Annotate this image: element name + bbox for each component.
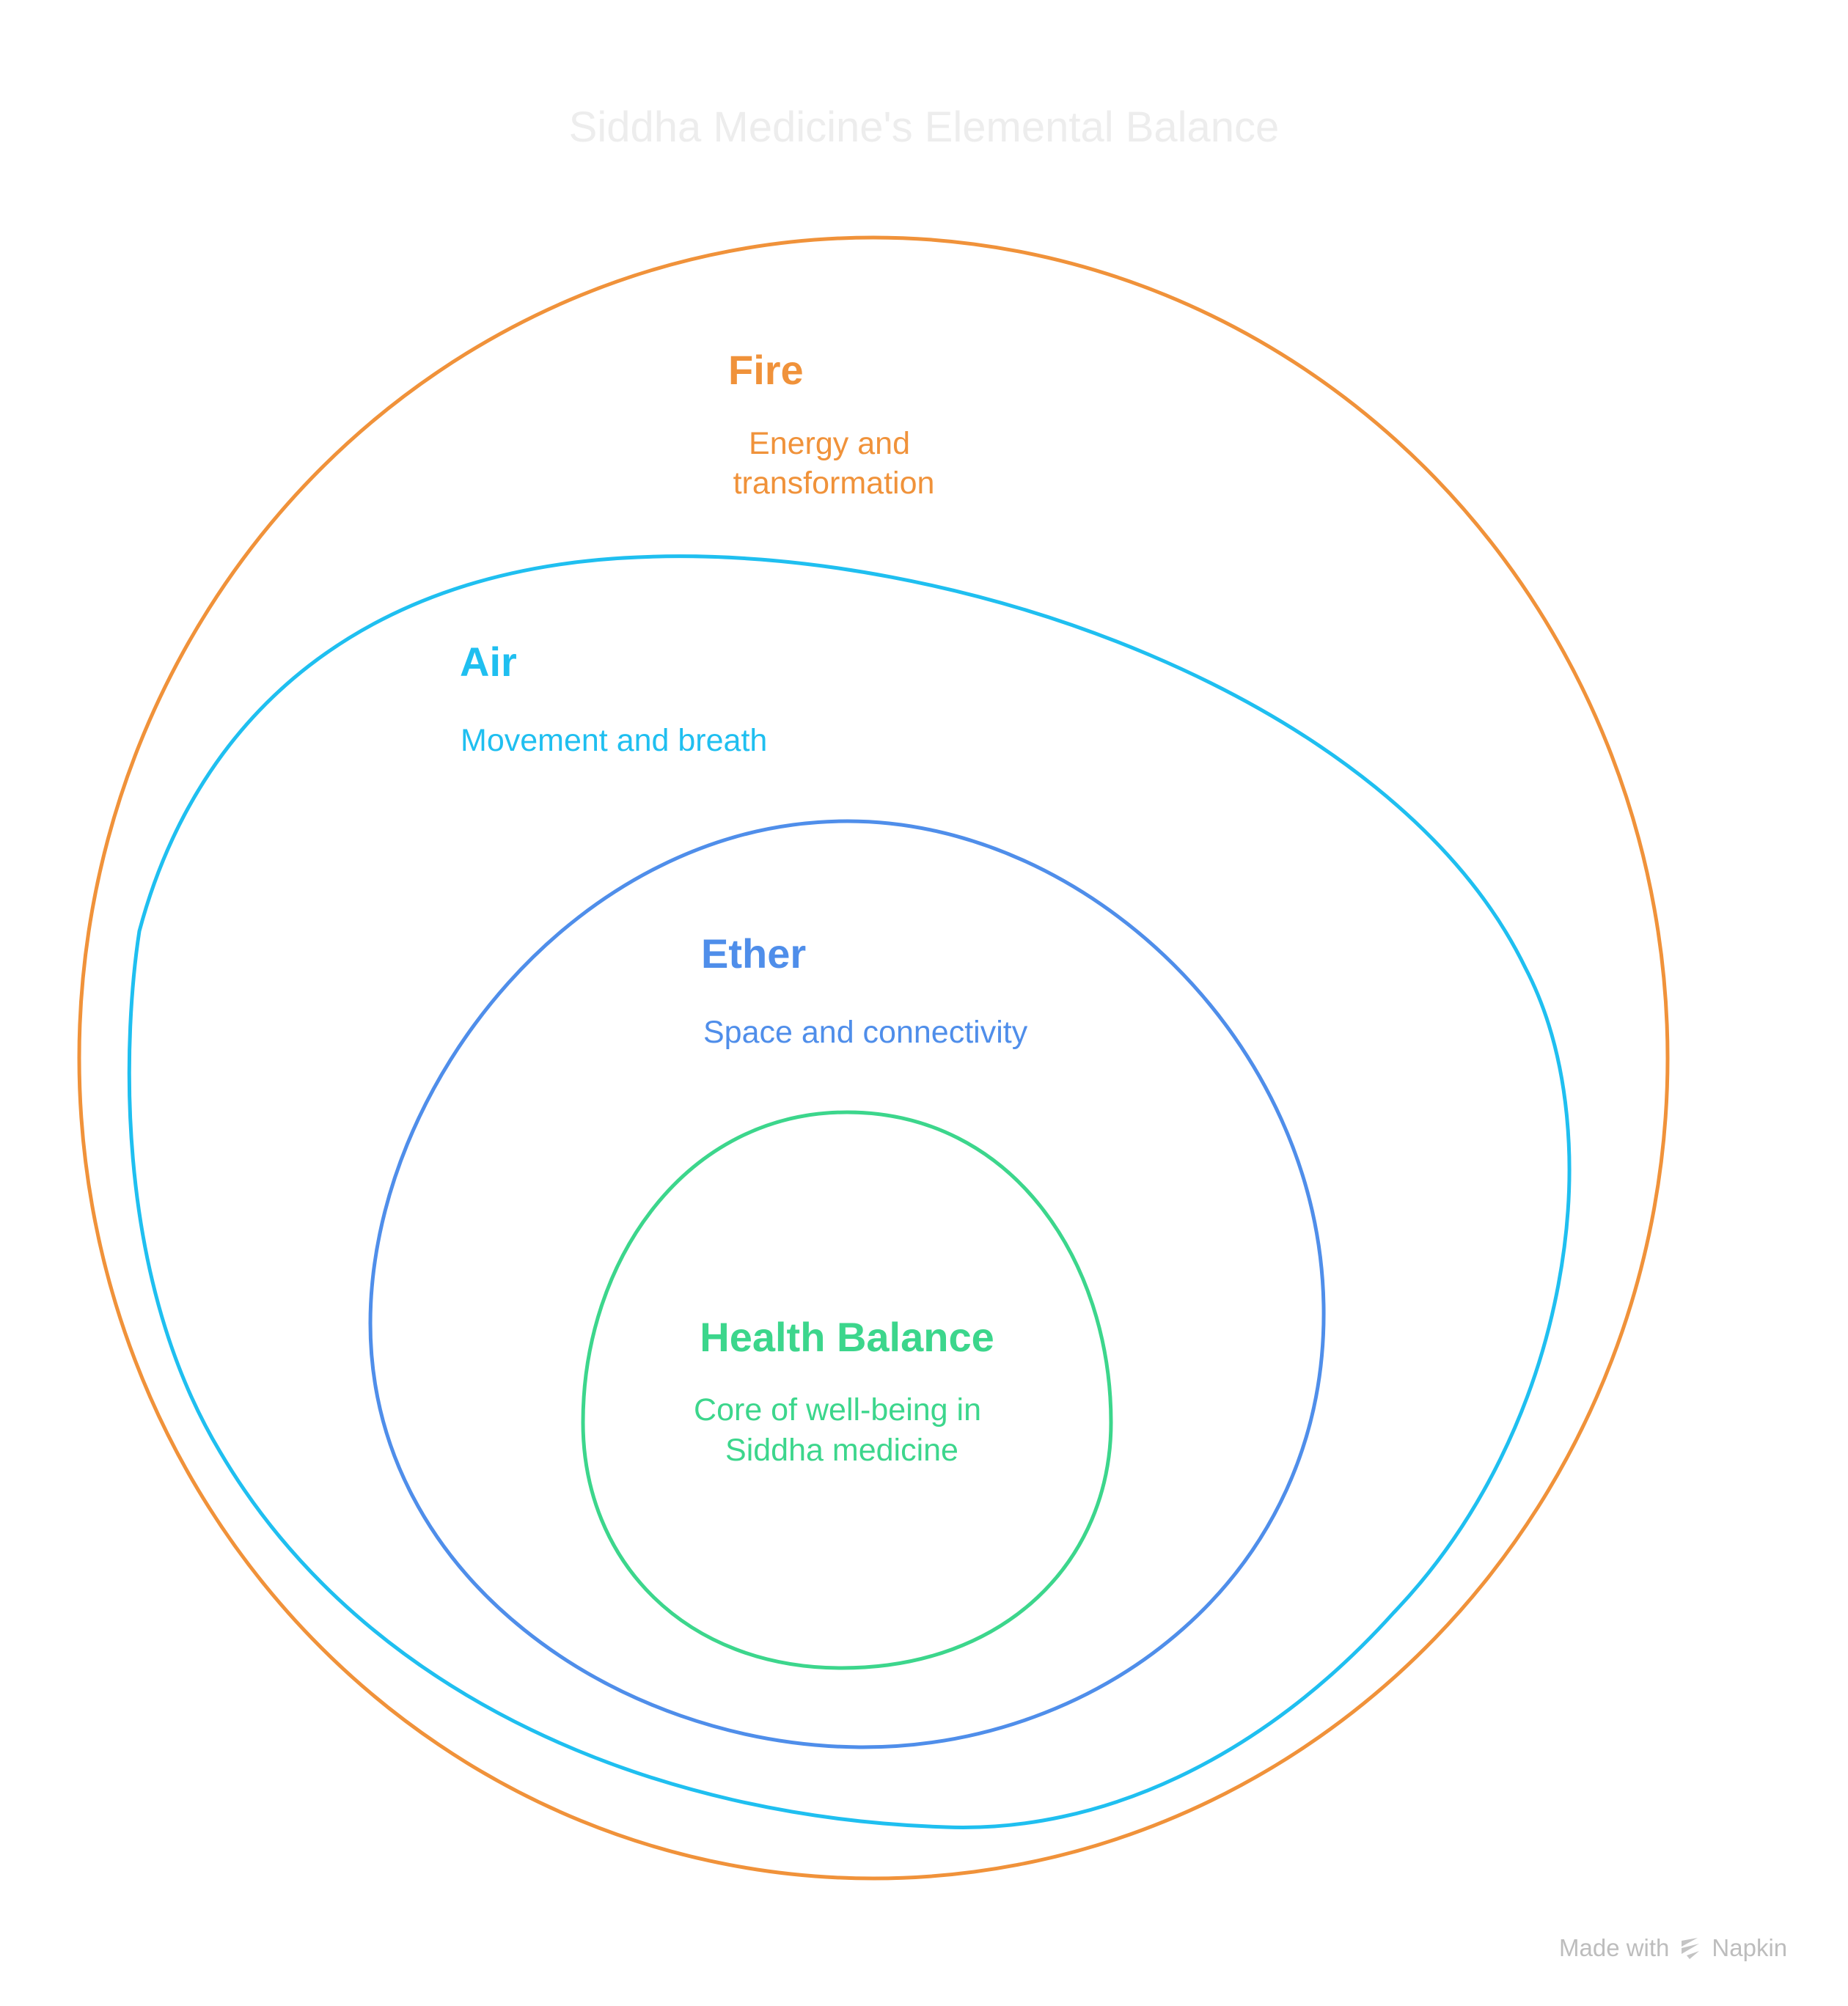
fire-description: Energy and transformation: [733, 426, 935, 501]
air-title: Air: [460, 639, 517, 685]
ether-title: Ether: [701, 930, 806, 977]
napkin-watermark[interactable]: Made with Napkin: [1559, 1934, 1787, 1962]
ether-boundary: [368, 819, 1326, 1749]
air-description-line-1: Movement and breath: [461, 723, 767, 758]
air-description: Movement and breath: [461, 723, 767, 758]
diagram-title: Siddha Medicine's Elemental Balance: [568, 103, 1280, 151]
health-balance-description-line-1: Core of well-being in: [694, 1392, 981, 1428]
napkin-logo-icon: [1679, 1935, 1701, 1961]
health-balance-description-line-2: Siddha medicine: [725, 1433, 958, 1468]
health-balance-boundary: [581, 1110, 1113, 1670]
ether-layer: Ether Space and connectivity: [368, 819, 1326, 1749]
fire-title: Fire: [728, 347, 804, 393]
ether-description: Space and connectivity: [703, 1015, 1028, 1050]
health-balance-title: Health Balance: [700, 1314, 994, 1360]
fire-layer: Fire Energy and transformation: [77, 235, 1670, 1881]
fire-description-line-2: transformation: [733, 466, 935, 501]
napkin-brand-label: Napkin: [1712, 1934, 1788, 1961]
health-balance-layer: Health Balance Core of well-being in Sid…: [581, 1110, 1113, 1670]
health-balance-description: Core of well-being in Siddha medicine: [694, 1392, 990, 1468]
air-layer: Air Movement and breath: [127, 554, 1572, 1829]
made-with-label: Made with: [1559, 1934, 1670, 1961]
air-boundary: [127, 554, 1572, 1829]
fire-boundary: [77, 235, 1670, 1881]
ether-description-line-1: Space and connectivity: [703, 1015, 1028, 1050]
fire-description-line-1: Energy and: [749, 426, 910, 461]
